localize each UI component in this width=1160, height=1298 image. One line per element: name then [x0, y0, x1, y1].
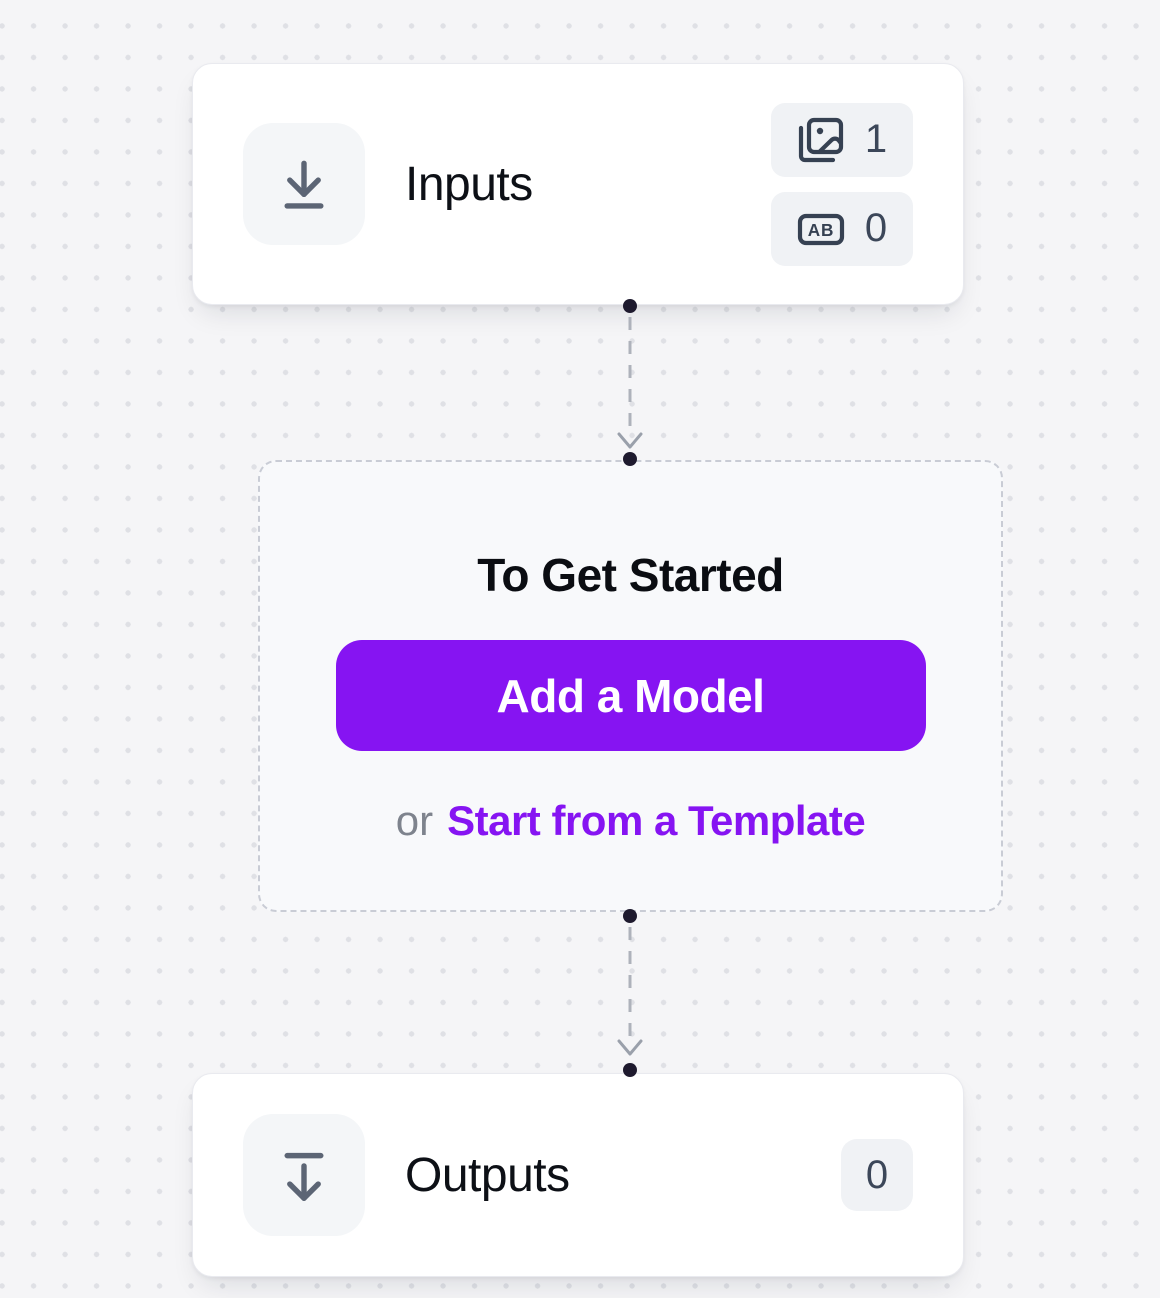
- edge-panel-to-outputs: [617, 909, 643, 1077]
- edge-inputs-to-panel: [617, 299, 643, 466]
- text-count-badge: AB 0: [771, 191, 913, 266]
- edge-source-handle[interactable]: [623, 909, 637, 923]
- outputs-node[interactable]: Outputs 0: [192, 1073, 964, 1277]
- svg-text:AB: AB: [808, 220, 834, 240]
- get-started-panel: To Get Started Add a Model or Start from…: [258, 460, 1003, 912]
- output-count-badge: 0: [841, 1139, 913, 1211]
- edge-target-handle[interactable]: [623, 1063, 637, 1077]
- arrowhead-icon: [617, 1039, 643, 1056]
- ab-captions-icon: AB: [797, 213, 844, 245]
- get-started-title: To Get Started: [477, 549, 784, 601]
- arrow-down-from-line-icon: [284, 1152, 324, 1201]
- inputs-node-title: Inputs: [405, 157, 533, 211]
- text-count: 0: [864, 206, 888, 250]
- image-count-badge: 1: [771, 102, 913, 177]
- inputs-badges: 1 AB 0: [771, 102, 913, 266]
- arrowhead-icon: [617, 432, 643, 449]
- add-model-button[interactable]: Add a Model: [335, 640, 926, 751]
- edge-target-handle[interactable]: [623, 452, 637, 466]
- template-row: or Start from a Template: [396, 797, 866, 845]
- image-count: 1: [864, 117, 888, 161]
- inputs-node[interactable]: Inputs 1 AB 0: [192, 63, 964, 305]
- output-count: 0: [865, 1152, 889, 1197]
- or-label: or: [395, 797, 434, 844]
- arrow-down-to-line-icon: [284, 160, 324, 209]
- inputs-icon-box: [243, 123, 365, 245]
- outputs-node-title: Outputs: [405, 1148, 570, 1202]
- images-icon: [798, 117, 843, 162]
- edge-source-handle[interactable]: [623, 299, 637, 313]
- start-from-template-link[interactable]: Start from a Template: [447, 797, 866, 844]
- outputs-icon-box: [243, 1114, 365, 1236]
